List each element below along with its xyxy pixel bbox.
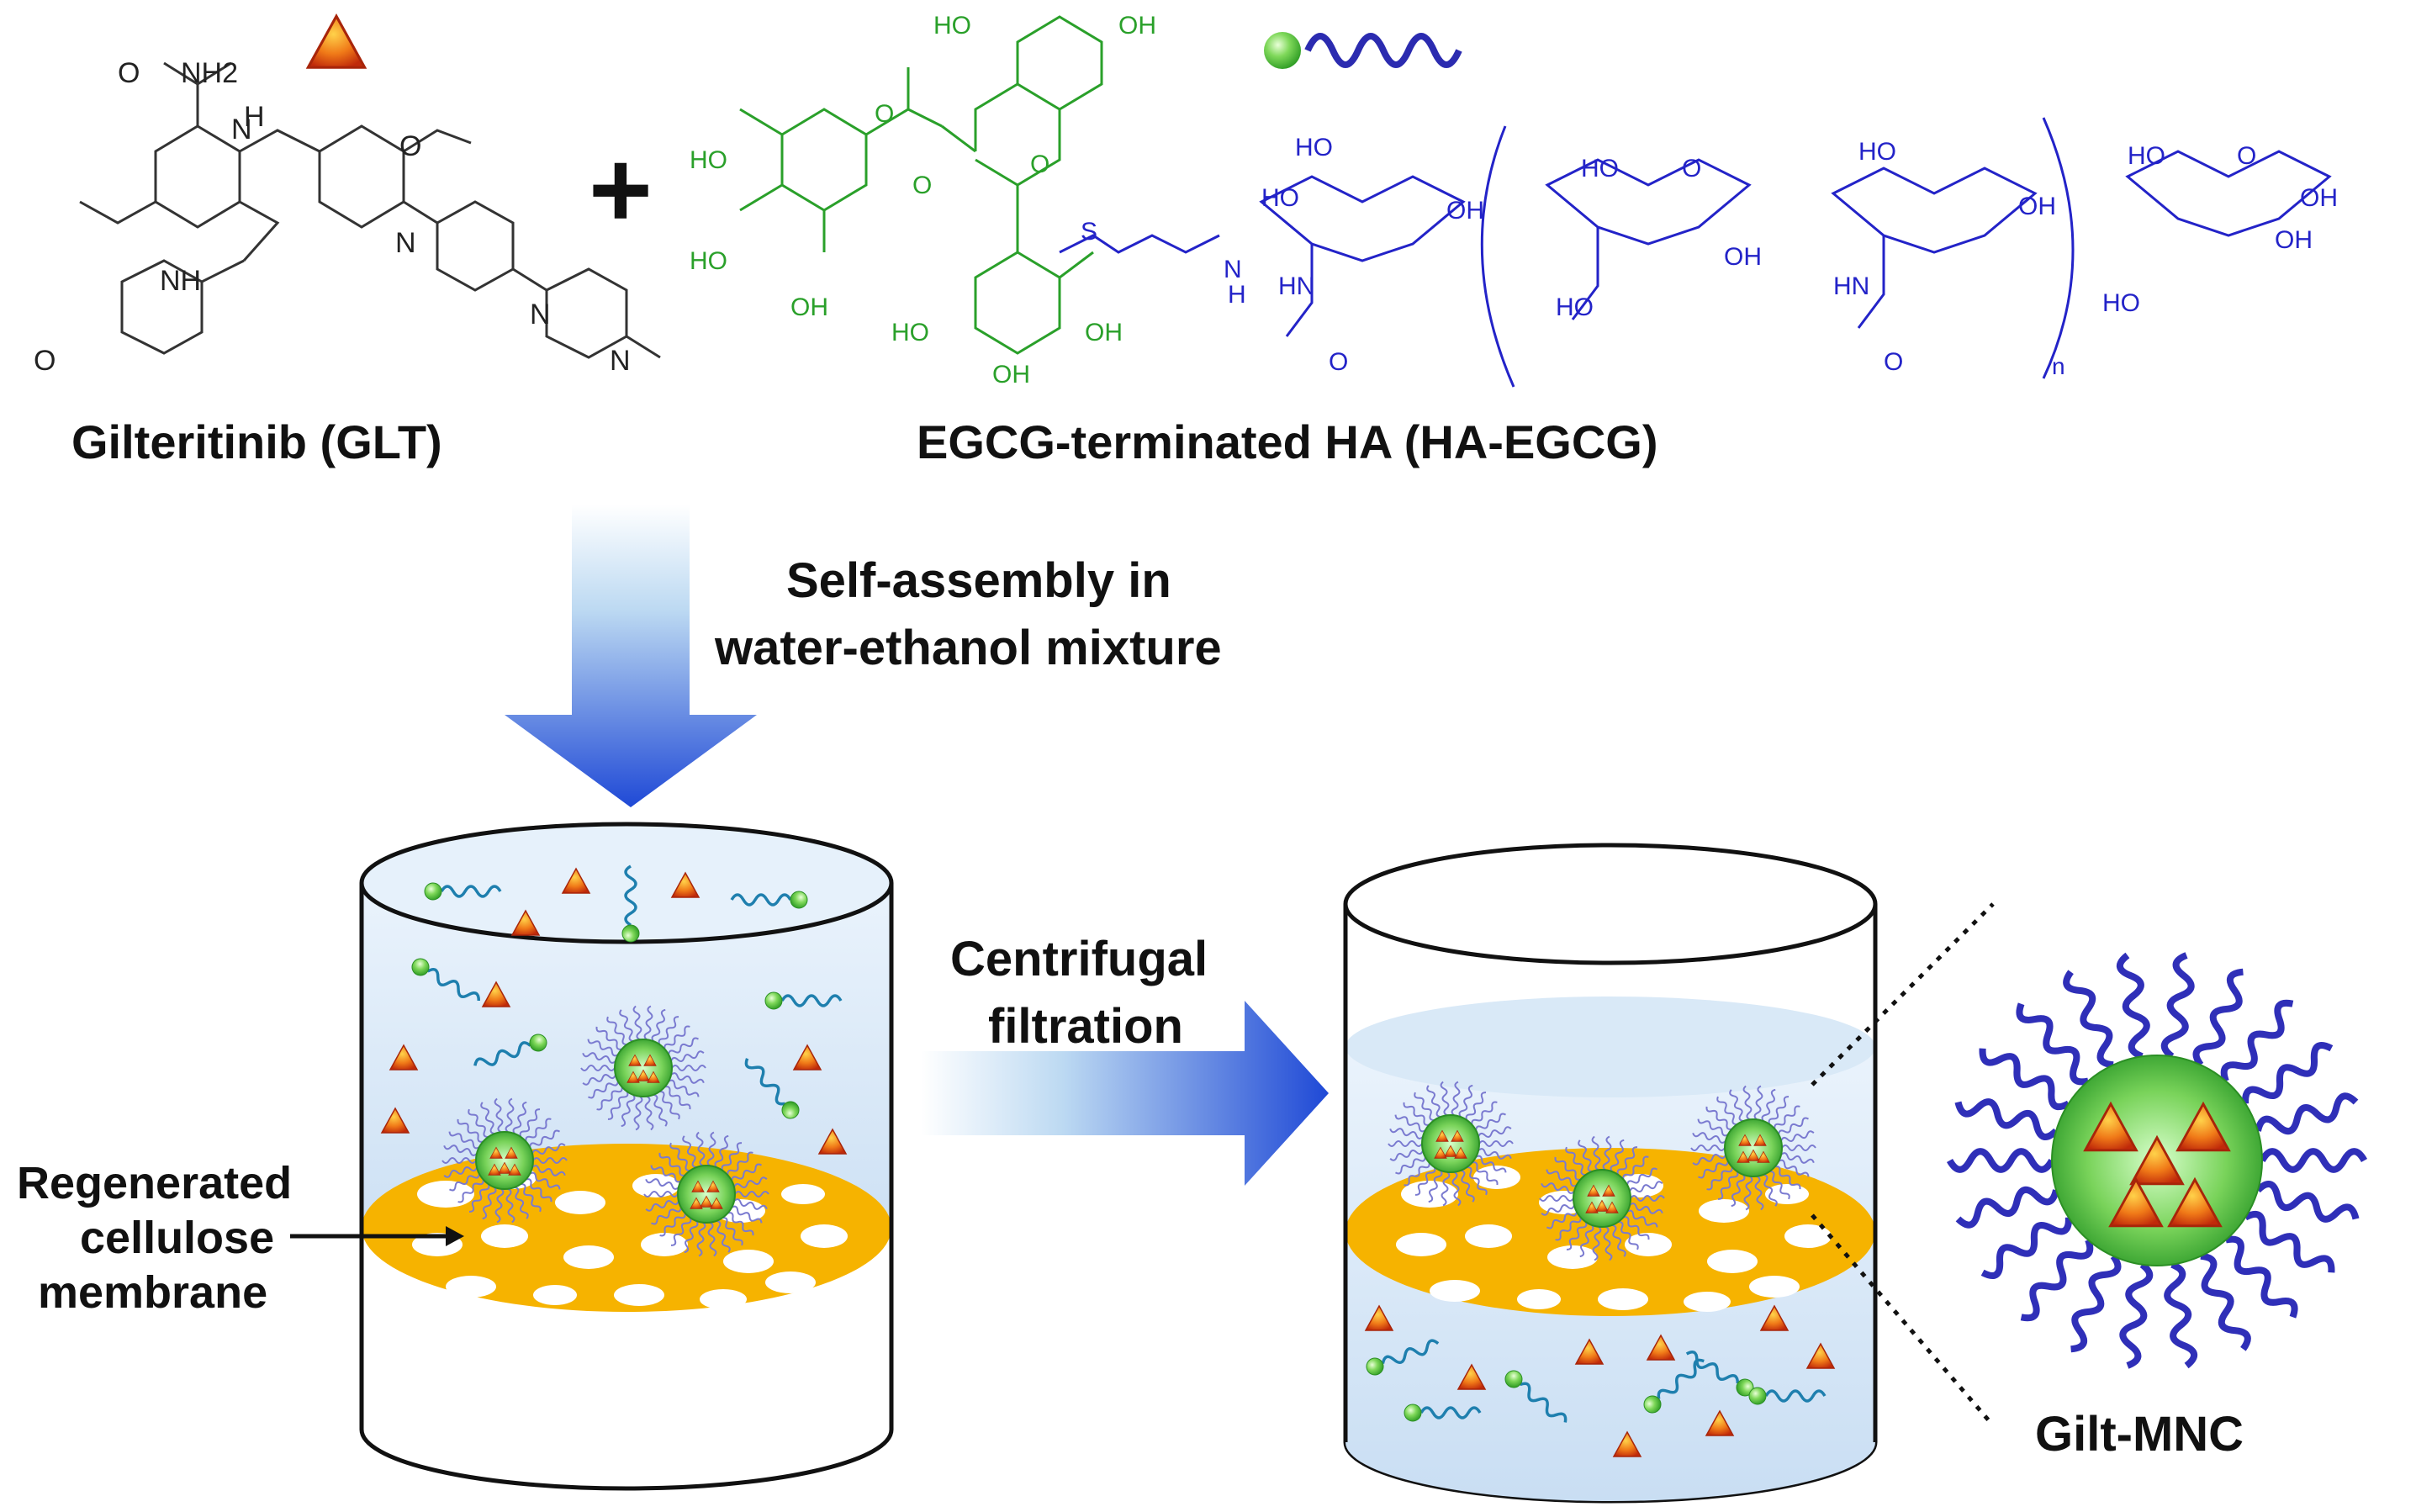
atom-o: O [1030,151,1049,178]
corona-chain [2255,1093,2359,1139]
atom-ho: HO [1261,184,1299,212]
corona-chain [1955,1182,2059,1228]
membrane-label-line2: cellulose [80,1213,274,1263]
corona-chain [2192,968,2251,1068]
corona-chain [2163,954,2196,1057]
atom-o: O [1329,348,1348,376]
drug-triangle-icon [306,14,367,69]
micelle-icon [1388,1081,1514,1207]
atom-o: O [875,100,894,128]
step1-label-line1: Self-assembly in [786,553,1171,608]
micelle-icon [441,1097,568,1224]
membrane-label-line3: membrane [38,1267,267,1318]
atom-oh: OH [2275,226,2313,254]
zoom-line-bottom [1811,1213,1995,1427]
micelle-core [614,1039,673,1097]
zoom-line-top [1811,902,1995,1086]
atom-hn: HN [1278,272,1314,300]
atom-o: O [1682,155,1701,182]
atom-o: O [1884,348,1903,376]
atom-oh: OH [2300,184,2338,212]
atom-ho: HO [1295,134,1333,161]
atom-ho: HO [933,12,971,40]
corona-chain [2192,1252,2251,1352]
atom-o: O [912,172,932,199]
gilt-mnc-label: Gilt-MNC [2035,1407,2244,1462]
corona-chain [2255,1182,2359,1228]
tube-after-filtration [1343,843,1878,1504]
atom-n: n [2052,353,2065,379]
gilt-mnc-enlarged [1950,954,2365,1367]
atom-oh: OH [1446,197,1484,225]
micelle-icon [1690,1085,1816,1211]
corona-chain [2063,1252,2122,1352]
gilteritinib-label: Gilteritinib (GLT) [71,415,442,468]
atom-oh: OH [1118,12,1156,40]
atom-n: N [231,114,252,145]
micelle-core [1573,1169,1631,1228]
step2-label-line2: filtration [988,999,1183,1054]
corona-chain [2262,1151,2365,1170]
atom-n: N [395,227,416,259]
atom-o: O [399,130,421,162]
atom-n: N [610,345,631,377]
right-arrow-icon [921,1001,1329,1186]
atom-o: O [34,345,56,377]
corona-chain [2118,954,2151,1057]
cellulose-membrane [1345,1148,1875,1316]
atom-o: O [2237,142,2256,170]
polymer-chain-icon [1264,32,1462,69]
atom-ho: HO [690,146,727,174]
atom-oh: OH [2018,193,2056,220]
atom-h: H [1228,281,1246,309]
plus-sign: + [589,128,653,251]
step2-label-line1: Centrifugal [950,932,1208,986]
atom-oh: OH [1724,243,1762,271]
atom-nh2: NH2 [181,57,238,89]
atom-hn: HN [1833,272,1869,300]
atom-ho: HO [1556,293,1594,321]
atom-oh: OH [1085,319,1123,346]
micelle-icon [580,1005,706,1131]
atom-ho: HO [1581,155,1619,182]
micelle-core [475,1131,534,1190]
atom-ho: HO [1858,138,1896,166]
atom-oh: OH [992,361,1030,389]
atom-o: O [118,57,140,89]
corona-chain [2063,968,2122,1068]
micelle-icon [643,1131,769,1257]
micelle-core [1421,1114,1480,1173]
atom-ho: HO [891,319,929,346]
micelle-core [1724,1118,1783,1177]
atom-s: S [1081,218,1097,246]
atom-ho: HO [2128,142,2165,170]
atom-ho: HO [690,247,727,275]
tube-before-filtration [359,822,894,1491]
atom-n: N [1224,256,1242,283]
ha-structure [1059,117,2332,388]
micelle-core [677,1165,736,1224]
atom-nh: NH [160,265,201,297]
membrane-label-line1: Regenerated [17,1158,292,1208]
down-arrow-icon [505,505,757,807]
gilteritinib-structure [79,61,661,359]
corona-chain [1950,1151,2053,1170]
corona-chain [2163,1263,2196,1367]
corona-chain [1955,1093,2059,1139]
micelle-icon [1539,1135,1665,1261]
step1-label-line2: water-ethanol mixture [714,621,1222,675]
atom-oh: OH [790,293,828,321]
atom-ho: HO [2102,289,2140,317]
ha-egcg-label: EGCG-terminated HA (HA-EGCG) [917,415,1658,468]
corona-chain [2118,1263,2151,1367]
atom-n: N [530,299,551,330]
atom-h: H [244,101,265,133]
egcg-structure [739,15,1103,355]
